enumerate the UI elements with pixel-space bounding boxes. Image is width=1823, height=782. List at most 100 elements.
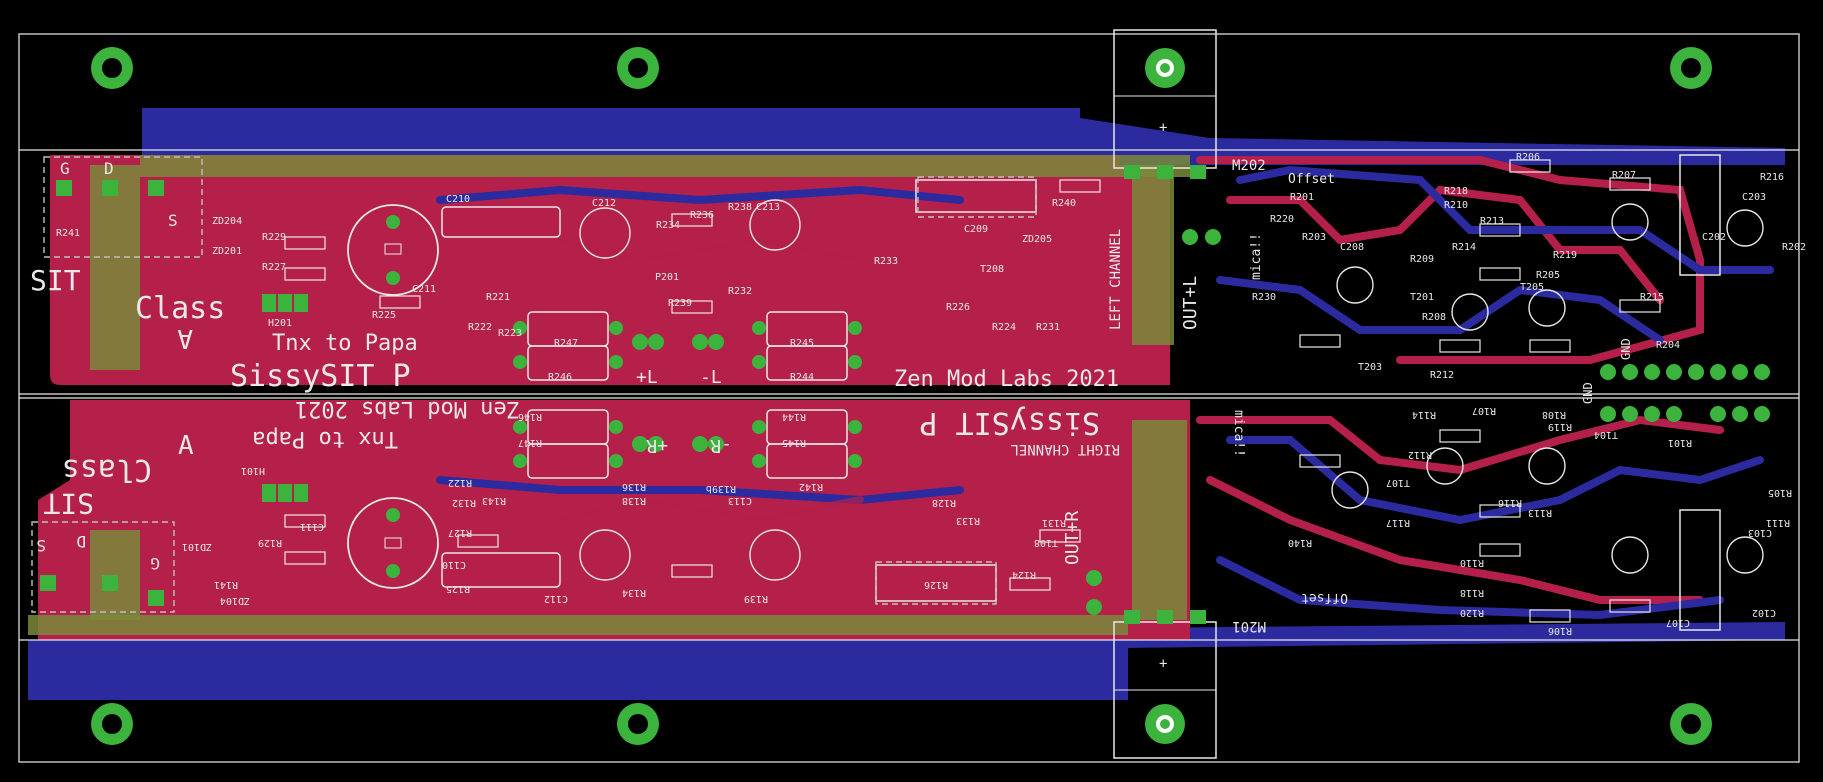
designator-label: R206 bbox=[1516, 152, 1540, 163]
label-class-right: Class bbox=[62, 452, 152, 487]
designator-label: R210 bbox=[1444, 200, 1468, 211]
label-product-right: SissySIT P bbox=[919, 405, 1100, 440]
designator-label: R118 bbox=[1460, 587, 1484, 598]
designator-label: R226 bbox=[946, 302, 970, 313]
designator-label: C213 bbox=[756, 202, 780, 213]
designator-label: C102 bbox=[1752, 607, 1776, 618]
power-resistor-pads bbox=[40, 180, 1770, 615]
designator-label: R140 bbox=[1288, 537, 1312, 548]
top-copper-pour-lower bbox=[38, 400, 1190, 640]
label-class-a-right: A bbox=[178, 431, 194, 461]
designator-label: R133 bbox=[956, 515, 980, 526]
label-out-right: OUT+R bbox=[1062, 511, 1083, 565]
mosfet-m201-package[interactable]: + bbox=[1113, 610, 1217, 759]
designator-label: P201 bbox=[655, 272, 679, 283]
mounting-holes bbox=[91, 47, 1712, 745]
mounting-hole bbox=[91, 703, 133, 745]
label-mica-top: mica!! bbox=[1249, 233, 1264, 280]
designator-label: R117 bbox=[1386, 517, 1410, 528]
designator-label: R106 bbox=[1548, 625, 1572, 636]
mounting-hole bbox=[1670, 703, 1712, 745]
designator-label: C113 bbox=[728, 495, 752, 506]
label-out-left: OUT+L bbox=[1180, 276, 1201, 330]
designator-label: T208 bbox=[980, 264, 1004, 275]
mounting-hole bbox=[1670, 47, 1712, 89]
designator-label: R202 bbox=[1782, 242, 1806, 253]
designator-label: R214 bbox=[1452, 242, 1476, 253]
designator-label: R232 bbox=[728, 286, 752, 297]
label-pin-g: G bbox=[60, 159, 70, 178]
small-capacitors[interactable] bbox=[579, 199, 1764, 581]
power-resistors[interactable] bbox=[441, 154, 1721, 631]
designator-label: R231 bbox=[1036, 322, 1060, 333]
designator-label: C208 bbox=[1340, 242, 1364, 253]
designator-label: R215 bbox=[1640, 292, 1664, 303]
designator-label: R136 bbox=[622, 481, 646, 492]
capacitor-c211[interactable] bbox=[347, 204, 439, 296]
label-thanks-right: Tnx to Papa bbox=[252, 426, 398, 451]
label-plus-r: +R bbox=[646, 435, 668, 456]
label-right-channel: RIGHT CHANNEL bbox=[1010, 441, 1120, 457]
designator-label: ZD101 bbox=[182, 541, 212, 552]
mounting-hole bbox=[617, 703, 659, 745]
designator-label: R146 bbox=[518, 411, 542, 422]
designator-label: R138 bbox=[622, 495, 646, 506]
bottom-copper-pour-bottom-2 bbox=[28, 640, 1128, 700]
designator-label: H101 bbox=[241, 465, 265, 476]
designator-label: ZD104 bbox=[220, 595, 250, 606]
capacitor-c111[interactable] bbox=[347, 497, 439, 589]
designator-label: R108 bbox=[1542, 409, 1566, 420]
designator-label: R220 bbox=[1270, 214, 1294, 225]
designator-label: R141 bbox=[214, 579, 238, 590]
designator-label: R120 bbox=[1460, 607, 1484, 618]
label-gnd-top: GND bbox=[1619, 338, 1633, 360]
designator-label: R236 bbox=[690, 210, 714, 221]
designator-label: R222 bbox=[468, 322, 492, 333]
designator-label: R230 bbox=[1252, 292, 1276, 303]
designator-label: T107 bbox=[1386, 477, 1410, 488]
designator-label: R225 bbox=[372, 310, 396, 321]
designator-label: R201 bbox=[1290, 192, 1314, 203]
designator-label: ZD204 bbox=[212, 216, 242, 227]
svg-text:+: + bbox=[1159, 120, 1167, 136]
designator-label: R145 bbox=[782, 437, 806, 448]
label-pin-d-b: D bbox=[76, 532, 86, 551]
designator-label: R240 bbox=[1052, 198, 1076, 209]
designator-label: C212 bbox=[592, 198, 616, 209]
label-left-channel: LEFT CHANNEL bbox=[1108, 229, 1124, 330]
designator-label: R234 bbox=[656, 220, 680, 231]
designator-label: C210 bbox=[446, 194, 470, 205]
designator-label: R205 bbox=[1536, 270, 1560, 281]
label-thanks-left: Tnx to Papa bbox=[272, 331, 418, 356]
label-m201: M201 bbox=[1232, 618, 1266, 634]
label-m202: M202 bbox=[1232, 158, 1266, 174]
mounting-hole bbox=[617, 47, 659, 89]
designator-label: R204 bbox=[1656, 340, 1680, 351]
designator-label: C112 bbox=[544, 593, 568, 604]
designator-label: R139 bbox=[744, 593, 768, 604]
designator-label: C111 bbox=[300, 521, 324, 532]
designator-label: T108 bbox=[1034, 537, 1058, 548]
designator-label: R208 bbox=[1422, 312, 1446, 323]
designator-label: R212 bbox=[1430, 370, 1454, 381]
designator-label: R122 bbox=[448, 477, 472, 488]
designator-label: R107 bbox=[1472, 405, 1496, 416]
designator-label: C107 bbox=[1666, 617, 1690, 628]
mosfet-m202-package[interactable]: + bbox=[1113, 29, 1217, 179]
designator-label: R125 bbox=[446, 583, 470, 594]
designator-label: R127 bbox=[448, 527, 472, 538]
label-minus-r: -R bbox=[710, 435, 732, 456]
designator-label: C202 bbox=[1702, 232, 1726, 243]
label-brand-left: Zen Mod Labs 2021 bbox=[894, 367, 1119, 392]
designator-label: R128 bbox=[932, 497, 956, 508]
designator-label: C203 bbox=[1742, 192, 1766, 203]
designator-label: R224 bbox=[992, 322, 1016, 333]
designator-label: R203 bbox=[1302, 232, 1326, 243]
connector-outlines bbox=[31, 156, 1037, 613]
designator-label: R129 bbox=[258, 537, 282, 548]
designator-label: C110 bbox=[442, 559, 466, 570]
label-pin-g-b: G bbox=[150, 554, 160, 573]
label-offset-top: Offset bbox=[1288, 172, 1335, 187]
designator-label: R119 bbox=[1548, 421, 1572, 432]
